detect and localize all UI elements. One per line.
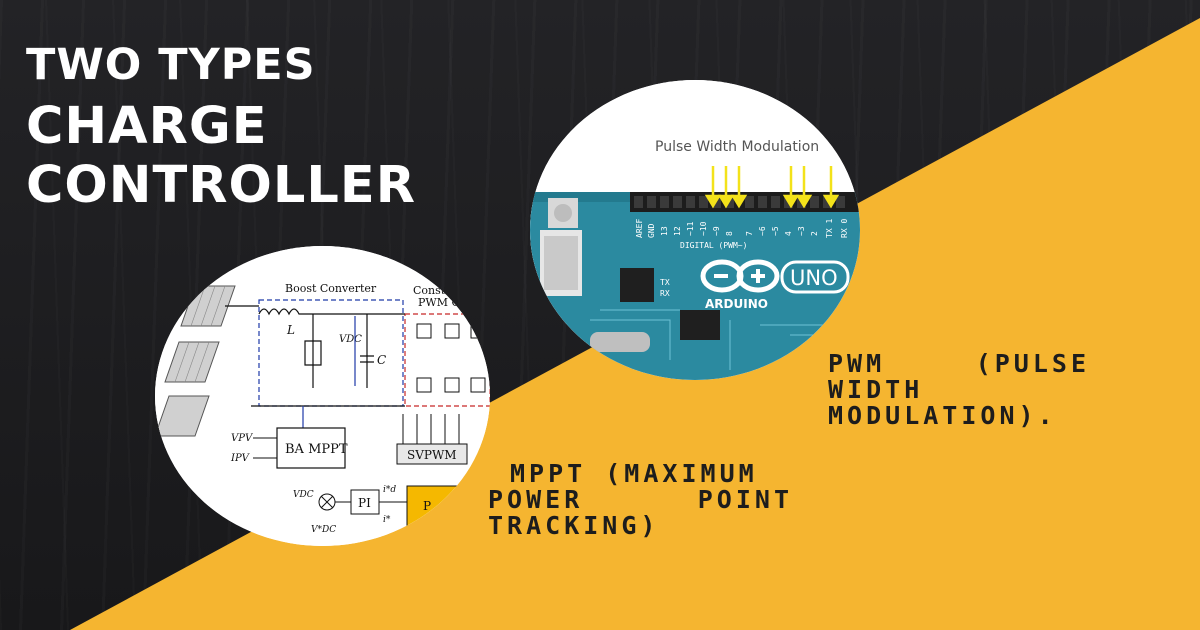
- svpwm-block: [396, 443, 468, 465]
- svg-text:i*: i*: [383, 515, 391, 525]
- svg-text:RX: RX: [660, 289, 670, 298]
- board-model: UNO: [790, 266, 838, 290]
- svg-text:i*d: i*d: [383, 485, 396, 495]
- svg-text:7: 7: [745, 231, 754, 236]
- mppt-description-line-3: TRACKING): [488, 511, 660, 540]
- arduino-pwm-image: Pulse Width Modulation: [530, 80, 860, 380]
- svg-text:SVPWM: SVPWM: [407, 448, 457, 462]
- capacitor-label: C: [377, 353, 386, 367]
- pwm-caption: Pulse Width Modulation: [655, 139, 819, 155]
- svg-text:P: P: [423, 499, 431, 513]
- svg-text:~10: ~10: [699, 221, 708, 236]
- svg-text:IPV: IPV: [230, 453, 251, 464]
- svg-text:VDC: VDC: [293, 490, 314, 500]
- svg-text:PWM C: PWM C: [418, 296, 460, 309]
- svg-text:12: 12: [673, 226, 682, 236]
- pwm-description-line-2: WIDTH: [828, 375, 924, 404]
- svg-text:~9: ~9: [712, 226, 721, 236]
- inverter-box: [404, 313, 490, 407]
- svg-text:GND: GND: [647, 223, 656, 238]
- chip: [620, 268, 654, 302]
- pwm-arrows: [704, 166, 840, 209]
- svg-text:Const: Const: [413, 284, 446, 297]
- svg-text:VPV: VPV: [231, 433, 254, 444]
- svg-text:8: 8: [725, 231, 734, 236]
- svg-text:2: 2: [810, 231, 819, 236]
- pwm-description-line-3: MODULATION).: [828, 401, 1057, 430]
- mppt-description: MPPT (MAXIMUM POWER POINT TRACKING): [488, 461, 793, 539]
- mppt-schematic-image: Boost Converter Const PWM C: [155, 246, 490, 546]
- pwm-description: PWM (PULSE WIDTH MODULATION).: [828, 351, 1090, 429]
- svg-text:~6: ~6: [758, 226, 767, 236]
- digital-header-label: DIGITAL (PWM~): [680, 241, 747, 250]
- title-line-1: TWO TYPES: [26, 40, 316, 90]
- svg-text:4: 4: [784, 231, 793, 236]
- svg-text:~3: ~3: [797, 226, 806, 236]
- svg-text:TX 1: TX 1: [825, 219, 834, 238]
- svg-text:V*DC: V*DC: [311, 525, 336, 535]
- svg-text:AREF: AREF: [635, 219, 644, 238]
- mppt-description-line-1: MPPT (MAXIMUM: [510, 459, 758, 488]
- svg-text:BA MPPT: BA MPPT: [285, 442, 348, 457]
- pwm-description-line-1: PWM (PULSE: [828, 349, 1090, 378]
- page-title: TWO TYPES CHARGE CONTROLLER: [26, 44, 416, 219]
- inductor-label: L: [286, 323, 295, 337]
- svg-text:TX: TX: [660, 278, 670, 287]
- svg-text:RX 0: RX 0: [840, 219, 849, 238]
- svg-text:~5: ~5: [771, 226, 780, 236]
- title-line-3: CONTROLLER: [26, 156, 416, 215]
- svg-text:13: 13: [660, 226, 669, 236]
- title-line-2: CHARGE: [26, 97, 268, 156]
- arduino-logo: UNO ARDUINO: [700, 259, 850, 311]
- svg-text:PI: PI: [358, 496, 371, 510]
- svg-text:~11: ~11: [686, 221, 695, 236]
- vdc-label: VDC: [339, 334, 362, 345]
- ba-mppt-block: [276, 427, 346, 469]
- mppt-description-line-2: POWER POINT: [488, 485, 793, 514]
- board-brand: ARDUINO: [705, 297, 768, 311]
- pin-labels: AREF GND 13 12 ~11 ~10 ~9 8 7 ~6 ~5 4 ~3…: [635, 219, 849, 238]
- boost-converter-label: Boost Converter: [285, 282, 377, 295]
